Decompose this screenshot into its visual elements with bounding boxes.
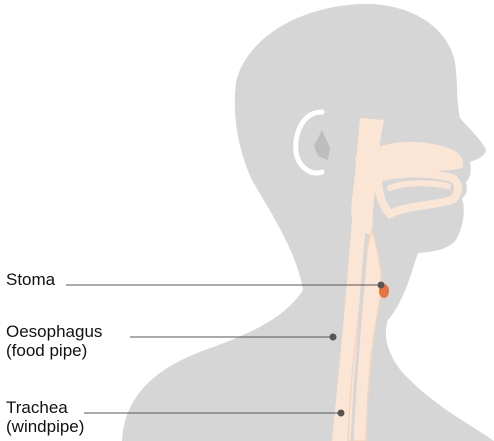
trachea-label-line2: (windpipe) (6, 417, 84, 436)
trachea-label: Trachea (windpipe) (6, 398, 84, 436)
stoma-label-text: Stoma (6, 270, 55, 289)
trachea-leader-dot (338, 410, 345, 417)
stoma-label: Stoma (6, 270, 55, 289)
oesophagus-label-line2: (food pipe) (6, 341, 102, 360)
oesophagus-leader-dot (330, 334, 337, 341)
head-silhouette (122, 4, 494, 441)
stoma-leader-dot (378, 282, 385, 289)
trachea-label-line1: Trachea (6, 398, 84, 417)
oesophagus-label-line1: Oesophagus (6, 322, 102, 341)
oesophagus-label: Oesophagus (food pipe) (6, 322, 102, 360)
